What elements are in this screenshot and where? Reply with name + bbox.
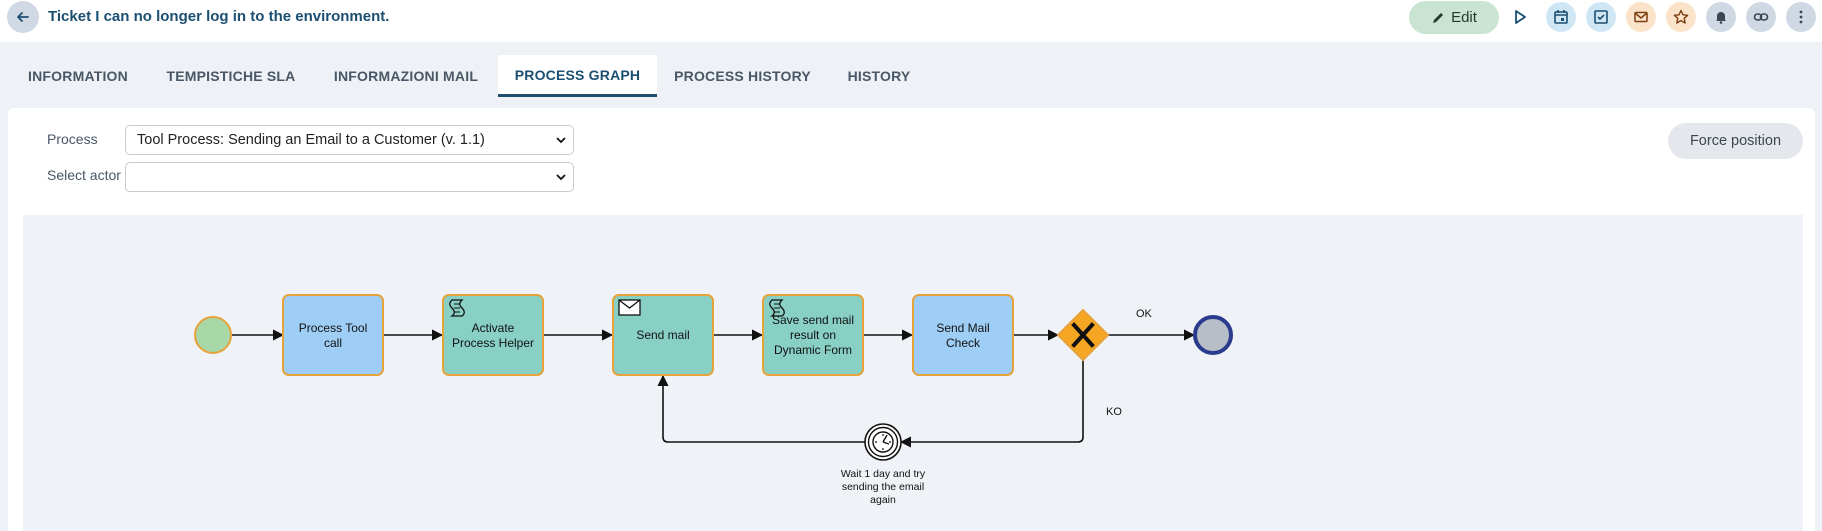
calendar-icon	[1554, 10, 1568, 24]
timer-label: Wait 1 day and try	[841, 468, 926, 480]
checklist-button[interactable]	[1586, 2, 1616, 32]
star-icon	[1673, 9, 1689, 24]
chevron-down-icon	[556, 174, 566, 181]
actor-select[interactable]	[125, 162, 574, 192]
tab-history[interactable]: HISTORY	[847, 68, 911, 84]
actor-label: Select actor	[47, 167, 121, 183]
task-send-mail-check[interactable]: Send Mail Check	[912, 294, 1014, 376]
bell-icon	[1716, 12, 1726, 24]
task-label: Send mail	[636, 328, 689, 342]
edit-button-label: Edit	[1451, 9, 1477, 26]
calendar-button[interactable]	[1546, 2, 1576, 32]
script-icon	[449, 299, 465, 317]
task-label: Process Tool	[299, 321, 367, 335]
tab-process-graph[interactable]: PROCESS GRAPH	[498, 55, 657, 97]
back-button[interactable]	[7, 1, 39, 33]
arrow-left-icon	[17, 12, 29, 22]
x-mark-icon	[1071, 322, 1095, 348]
script-icon	[769, 299, 785, 317]
task-send-mail[interactable]: Send mail	[612, 294, 714, 376]
task-process-tool-call[interactable]: Process Tool call	[282, 294, 384, 376]
tab-information[interactable]: INFORMATION	[28, 68, 128, 84]
task-label: Process Helper	[452, 336, 534, 350]
gateway-ok-label: OK	[1136, 308, 1153, 320]
more-icon	[1799, 10, 1803, 24]
task-activate-process-helper[interactable]: Activate Process Helper	[442, 294, 544, 376]
process-graph-canvas: Process Tool call Activate Process Helpe…	[23, 215, 1803, 531]
page-title: Ticket I can no longer log in to the env…	[48, 8, 390, 25]
tab-informazioni-mail[interactable]: INFORMAZIONI MAIL	[333, 68, 479, 84]
notification-button[interactable]	[1706, 2, 1736, 32]
play-button[interactable]	[1505, 2, 1535, 32]
sequence-flows	[232, 329, 1196, 448]
timer-event[interactable]	[864, 423, 902, 461]
link-button[interactable]	[1746, 2, 1776, 32]
task-label: result on	[790, 328, 836, 342]
task-label: Save send mail	[772, 313, 854, 327]
process-select-value: Tool Process: Sending an Email to a Cust…	[137, 132, 485, 148]
header-bar: Ticket I can no longer log in to the env…	[0, 0, 1822, 42]
tab-process-history[interactable]: PROCESS HISTORY	[674, 68, 811, 84]
checklist-icon	[1594, 10, 1608, 24]
task-save-send-mail-result[interactable]: Save send mail result on Dynamic Form	[762, 294, 864, 376]
more-options-button[interactable]	[1786, 2, 1816, 32]
tab-tempistiche-sla[interactable]: TEMPISTICHE SLA	[166, 68, 296, 84]
star-button[interactable]	[1666, 2, 1696, 32]
task-label: call	[324, 336, 342, 350]
mail-icon	[1634, 11, 1648, 23]
edit-button[interactable]: Edit	[1409, 1, 1499, 34]
task-label: Dynamic Form	[774, 343, 852, 357]
pencil-icon	[1433, 12, 1444, 23]
task-label: Check	[946, 336, 981, 350]
chevron-down-icon	[556, 137, 566, 144]
envelope-icon	[618, 299, 641, 316]
force-position-button[interactable]: Force position	[1668, 123, 1803, 159]
timer-label: sending the email	[842, 481, 924, 493]
process-label: Process	[47, 131, 98, 147]
gateway-ko-label: KO	[1106, 406, 1122, 418]
task-label: Send Mail	[936, 321, 989, 335]
play-icon	[1515, 10, 1526, 24]
mail-button[interactable]	[1626, 2, 1656, 32]
exclusive-gateway[interactable]	[1056, 308, 1110, 362]
task-label: Activate	[472, 321, 515, 335]
link-icon	[1753, 13, 1769, 21]
start-event[interactable]	[194, 316, 232, 354]
process-select[interactable]: Tool Process: Sending an Email to a Cust…	[125, 125, 574, 155]
clock-icon	[872, 431, 894, 453]
timer-label: again	[870, 494, 896, 506]
end-event[interactable]	[1193, 315, 1233, 355]
